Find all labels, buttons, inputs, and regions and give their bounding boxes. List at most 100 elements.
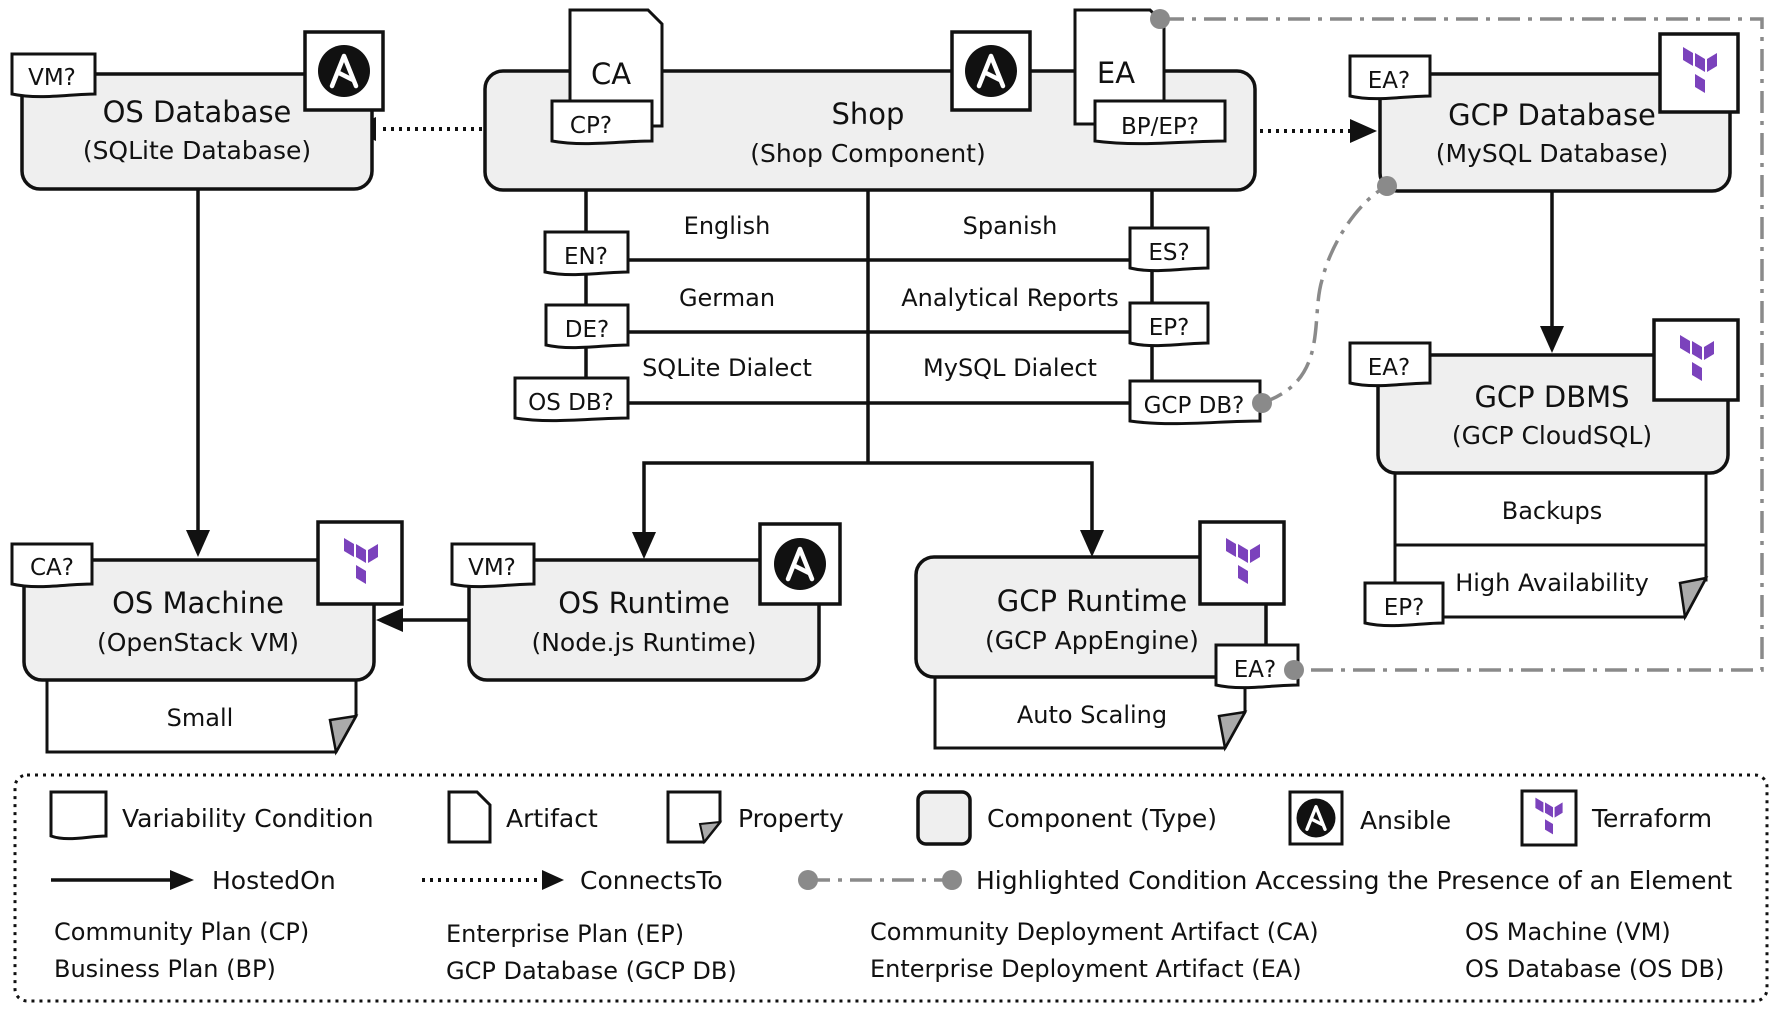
condition-ea-runtime[interactable]: EA? bbox=[1214, 643, 1304, 690]
property-fold bbox=[328, 714, 359, 756]
condition-ea-gcpdb[interactable]: EA? bbox=[1348, 54, 1432, 101]
condition-cp[interactable]: CP? bbox=[550, 99, 654, 146]
legend-property-shape bbox=[666, 790, 722, 844]
arrowhead bbox=[1350, 119, 1377, 143]
badge-terraform bbox=[1198, 520, 1286, 606]
legend-artifact-shape bbox=[447, 790, 492, 844]
component-title: Shop bbox=[832, 97, 905, 131]
condition-label: EP? bbox=[1384, 595, 1425, 621]
badge-terraform bbox=[316, 520, 404, 606]
condition-es[interactable]: ES? bbox=[1128, 226, 1210, 273]
component-type: (SQLite Database) bbox=[83, 136, 311, 165]
condition-label: VM? bbox=[468, 555, 516, 581]
component-os-database[interactable]: OS Database (SQLite Database) bbox=[20, 72, 374, 191]
arrowhead bbox=[1540, 326, 1564, 353]
legend-connects-to: ConnectsTo bbox=[580, 866, 723, 895]
condition-bp-ep[interactable]: BP/EP? bbox=[1093, 99, 1227, 146]
component-gcp-dbms[interactable]: GCP DBMS (GCP CloudSQL) bbox=[1376, 353, 1730, 621]
arrowhead bbox=[376, 608, 403, 632]
component-title: GCP Database bbox=[1448, 98, 1656, 132]
property-fold bbox=[1217, 710, 1248, 752]
component-os-runtime[interactable]: OS Runtime (Node.js Runtime) bbox=[467, 558, 821, 682]
condition-label: ES? bbox=[1148, 240, 1189, 266]
hosted-on-shop-os-runtime bbox=[642, 461, 868, 532]
condition-label: BP/EP? bbox=[1121, 114, 1199, 140]
abbr-enterprise-artifact: Enterprise Deployment Artifact (EA) bbox=[870, 955, 1302, 983]
ansible-icon bbox=[318, 45, 370, 97]
legend-hosted-on: HostedOn bbox=[212, 866, 336, 895]
component-os-machine[interactable]: OS Machine (OpenStack VM) bbox=[22, 558, 376, 756]
condition-vm-osdb[interactable]: VM? bbox=[10, 52, 97, 99]
condition-de[interactable]: DE? bbox=[544, 303, 630, 350]
highlight-dot bbox=[1377, 176, 1397, 196]
component-gcp-database[interactable]: GCP Database (MySQL Database) bbox=[1377, 72, 1732, 196]
ansible-icon bbox=[1294, 796, 1338, 840]
legend-ansible: Ansible bbox=[1360, 806, 1451, 835]
highlight-ea-link bbox=[1162, 17, 1764, 672]
condition-gcp-db[interactable]: GCP DB? bbox=[1128, 379, 1272, 426]
arrowhead bbox=[1080, 530, 1104, 557]
badge-ansible bbox=[303, 30, 385, 112]
condition-os-db[interactable]: OS DB? bbox=[513, 376, 630, 423]
condition-label: CA? bbox=[30, 555, 74, 581]
abbr-enterprise-plan: Enterprise Plan (EP) bbox=[446, 920, 684, 948]
condition-ep-ha[interactable]: EP? bbox=[1363, 581, 1445, 628]
legend-condition-shape bbox=[49, 790, 108, 841]
legend: Variability Condition Artifact Property … bbox=[13, 773, 1769, 1003]
component-title: OS Runtime bbox=[558, 586, 730, 620]
property-fold bbox=[1678, 576, 1709, 621]
condition-ca-machine[interactable]: CA? bbox=[10, 542, 94, 589]
condition-label: EA? bbox=[1234, 657, 1276, 683]
component-title: OS Database bbox=[103, 95, 292, 129]
condition-ea-dbms[interactable]: EA? bbox=[1348, 341, 1432, 388]
abbr-os-database: OS Database (OS DB) bbox=[1465, 955, 1724, 983]
component-type: (GCP CloudSQL) bbox=[1452, 421, 1652, 450]
feature-german: German bbox=[679, 284, 775, 312]
condition-ep-reports[interactable]: EP? bbox=[1128, 301, 1210, 348]
component-gcp-runtime[interactable]: GCP Runtime (GCP AppEngine) bbox=[914, 555, 1268, 752]
component-title: GCP DBMS bbox=[1474, 380, 1629, 414]
highlight-gcpdb-condition-link bbox=[1261, 184, 1388, 405]
badge-ansible bbox=[950, 30, 1032, 112]
highlight-dot bbox=[1150, 9, 1170, 29]
badge-terraform bbox=[1652, 318, 1740, 402]
component-type: (OpenStack VM) bbox=[97, 628, 299, 657]
feature-english: English bbox=[684, 212, 771, 240]
highlight-dot bbox=[1252, 393, 1272, 413]
feature-sqlite-dialect: SQLite Dialect bbox=[642, 354, 812, 382]
property-backups: Backups bbox=[1502, 497, 1602, 525]
condition-label: EP? bbox=[1149, 315, 1190, 341]
artifact-ea[interactable]: EA bbox=[1073, 8, 1170, 126]
condition-en[interactable]: EN? bbox=[543, 230, 630, 277]
artifact-label: EA bbox=[1097, 56, 1135, 90]
feature-spanish: Spanish bbox=[963, 212, 1058, 240]
legend-component-shape bbox=[916, 790, 972, 846]
feature-analytical-reports: Analytical Reports bbox=[901, 284, 1119, 312]
legend-terraform: Terraform bbox=[1591, 804, 1712, 833]
component-type: (GCP AppEngine) bbox=[985, 626, 1199, 655]
hosted-on-shop-gcp-runtime bbox=[868, 461, 1094, 530]
property-small: Small bbox=[167, 704, 234, 732]
feature-mysql-dialect: MySQL Dialect bbox=[923, 354, 1097, 382]
abbr-community-plan: Community Plan (CP) bbox=[54, 918, 309, 946]
arrowhead bbox=[632, 532, 656, 559]
highlight-dot bbox=[1284, 660, 1304, 680]
condition-label: OS DB? bbox=[528, 390, 614, 416]
ansible-icon bbox=[774, 538, 826, 590]
condition-label: GCP DB? bbox=[1144, 393, 1245, 419]
condition-label: DE? bbox=[565, 317, 609, 343]
condition-label: EA? bbox=[1368, 355, 1410, 381]
legend-variability-condition: Variability Condition bbox=[122, 804, 374, 833]
component-type: (MySQL Database) bbox=[1436, 139, 1669, 168]
arrowhead bbox=[186, 530, 210, 557]
condition-vm-runtime[interactable]: VM? bbox=[450, 542, 536, 589]
legend-artifact: Artifact bbox=[506, 804, 598, 833]
condition-label: EN? bbox=[564, 244, 608, 270]
abbr-os-machine: OS Machine (VM) bbox=[1465, 918, 1671, 946]
component-shop[interactable]: Shop (Shop Component) bbox=[483, 69, 1257, 192]
badge-ansible bbox=[758, 522, 842, 606]
abbr-gcp-database: GCP Database (GCP DB) bbox=[446, 957, 737, 985]
component-title: GCP Runtime bbox=[997, 584, 1188, 618]
artifact-label: CA bbox=[591, 57, 631, 91]
